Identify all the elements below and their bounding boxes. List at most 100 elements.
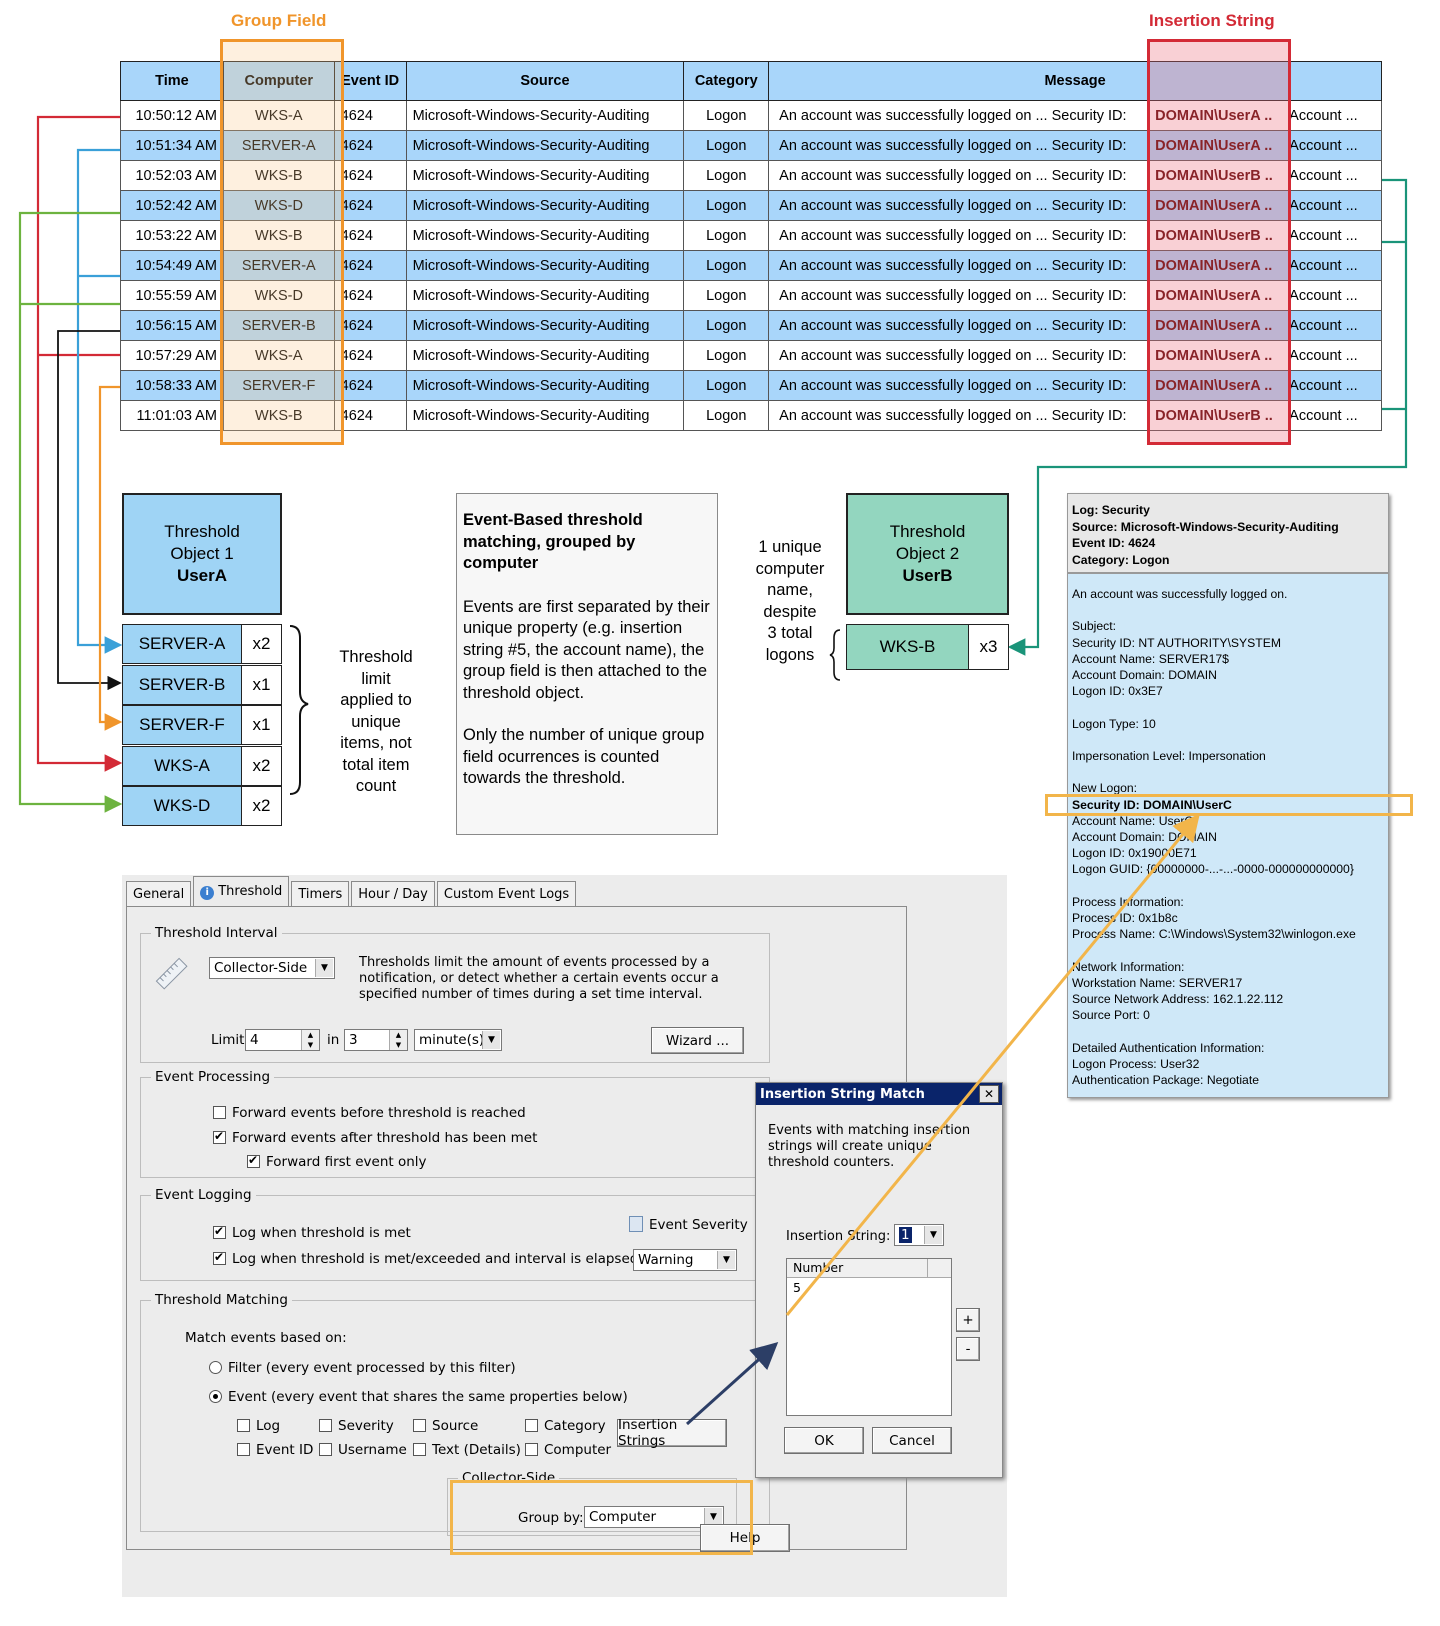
remove-insertion-button[interactable]: -	[956, 1337, 980, 1361]
match-property-option[interactable]: Event ID	[237, 1442, 313, 1458]
col-header-source[interactable]: Source	[405, 61, 685, 101]
match-property-label: Username	[338, 1442, 407, 1458]
message-prefix: An account was successfully logged on ..…	[779, 107, 1127, 124]
match-property-checkbox[interactable]	[237, 1419, 250, 1432]
match-property-label: Computer	[544, 1442, 612, 1458]
match-property-label: Category	[544, 1418, 606, 1434]
ok-button[interactable]: OK	[784, 1427, 864, 1454]
insertion-number-list[interactable]: Number 5	[786, 1258, 952, 1416]
limit-stepper[interactable]: 4 ▲▼	[245, 1029, 320, 1051]
wizard-button[interactable]: Wizard ...	[651, 1027, 744, 1054]
forward-first-option[interactable]: Forward first event only	[247, 1153, 427, 1170]
match-property-checkbox[interactable]	[237, 1443, 250, 1456]
col-header-category[interactable]: Category	[683, 61, 770, 101]
log-elapsed-option[interactable]: Log when threshold is met/exceeded and i…	[213, 1250, 638, 1267]
match-property-label: Log	[256, 1418, 281, 1434]
tab-timers[interactable]: Timers	[291, 881, 350, 908]
match-property-option[interactable]: Source	[413, 1418, 478, 1434]
forward-after-option[interactable]: Forward events after threshold has been …	[213, 1129, 537, 1146]
insertion-strings-button[interactable]: Insertion Strings	[617, 1417, 727, 1449]
match-property-option[interactable]: Username	[319, 1442, 407, 1458]
message-suffix: Account ...	[1289, 287, 1358, 304]
close-icon[interactable]: ✕	[979, 1085, 999, 1103]
match-property-checkbox[interactable]	[413, 1443, 426, 1456]
interval-mode-select[interactable]: Collector-Side▼	[209, 957, 335, 979]
match-property-checkbox[interactable]	[319, 1443, 332, 1456]
match-event-option[interactable]: Event (every event that shares the same …	[209, 1389, 628, 1405]
forward-first-label: Forward first event only	[266, 1154, 427, 1170]
cell-source: Microsoft-Windows-Security-Auditing	[405, 250, 685, 281]
help-button[interactable]: Help	[700, 1524, 790, 1552]
cancel-button[interactable]: Cancel	[872, 1427, 952, 1454]
message-insertion-string: DOMAIN\UserB ..	[1155, 227, 1273, 244]
tab-custom-event-logs[interactable]: Custom Event Logs	[436, 881, 577, 908]
col-header-computer[interactable]: Computer	[222, 61, 335, 101]
cell-source: Microsoft-Windows-Security-Auditing	[405, 190, 685, 221]
list-item[interactable]: 5	[793, 1280, 801, 1295]
tab-hour-day[interactable]: Hour / Day	[351, 881, 435, 908]
insertion-list-col-number[interactable]: Number	[787, 1259, 928, 1277]
event-processing-legend: Event Processing	[155, 1069, 271, 1085]
threshold-interval-legend: Threshold Interval	[155, 925, 278, 941]
log-met-option[interactable]: Log when threshold is met	[213, 1224, 411, 1241]
match-property-checkbox[interactable]	[525, 1443, 538, 1456]
cell-event-id: 4624	[333, 400, 407, 431]
match-filter-radio[interactable]	[209, 1361, 222, 1374]
col-header-time[interactable]: Time	[120, 61, 224, 101]
note-line: logons	[765, 645, 815, 664]
period-stepper[interactable]: 3▲▼	[344, 1029, 408, 1051]
spinner-arrows-icon[interactable]: ▲▼	[301, 1030, 319, 1050]
log-met-checkbox[interactable]	[213, 1224, 226, 1239]
event-log-table: Time Computer Event ID Source Category M…	[120, 61, 1382, 431]
match-event-radio[interactable]	[209, 1390, 222, 1403]
threshold2-item: WKS-B x3	[846, 624, 1009, 670]
log-elapsed-checkbox[interactable]	[213, 1250, 226, 1265]
match-property-option[interactable]: Severity	[319, 1418, 394, 1434]
match-filter-option[interactable]: Filter (every event processed by this fi…	[209, 1360, 516, 1376]
note-line: name,	[767, 581, 813, 599]
col-header-message[interactable]: Message	[768, 61, 1382, 101]
cell-time: 10:53:22 AM	[120, 220, 224, 251]
match-property-option[interactable]: Log	[237, 1418, 280, 1434]
cell-category: Logon	[683, 310, 770, 341]
match-property-checkbox[interactable]	[525, 1419, 538, 1432]
limit-value: 4	[250, 1032, 259, 1048]
match-property-checkbox[interactable]	[413, 1419, 426, 1432]
group-by-select[interactable]: Computer▼	[584, 1506, 724, 1528]
cell-category: Logon	[683, 220, 770, 251]
line-server-f	[98, 385, 123, 731]
match-property-checkbox[interactable]	[319, 1419, 332, 1432]
insertion-string-select[interactable]: 1▼	[894, 1224, 944, 1246]
period-unit-select[interactable]: minute(s)▼	[414, 1029, 502, 1051]
message-insertion-string: DOMAIN\UserA ..	[1155, 257, 1273, 274]
match-property-option[interactable]: Category	[525, 1418, 606, 1434]
match-property-option[interactable]: Text (Details)	[413, 1442, 521, 1458]
event-severity-select[interactable]: Warning▼	[633, 1249, 737, 1271]
forward-before-option[interactable]: Forward events before threshold is reach…	[213, 1105, 526, 1121]
cell-event-id: 4624	[333, 130, 407, 161]
cell-time: 10:54:49 AM	[120, 250, 224, 281]
tab-general[interactable]: General	[126, 881, 192, 908]
forward-first-checkbox[interactable]	[247, 1153, 260, 1168]
forward-before-checkbox[interactable]	[213, 1106, 226, 1119]
period-unit-value: minute(s)	[419, 1032, 485, 1048]
threshold1-item-count: x1	[242, 705, 282, 745]
add-insertion-button[interactable]: +	[956, 1308, 980, 1332]
col-header-event-id[interactable]: Event ID	[333, 61, 407, 101]
spinner-arrows-icon[interactable]: ▲▼	[389, 1030, 407, 1050]
forward-after-checkbox[interactable]	[213, 1129, 226, 1144]
message-suffix: Account ...	[1289, 317, 1358, 334]
match-property-option[interactable]: Computer	[525, 1442, 611, 1458]
